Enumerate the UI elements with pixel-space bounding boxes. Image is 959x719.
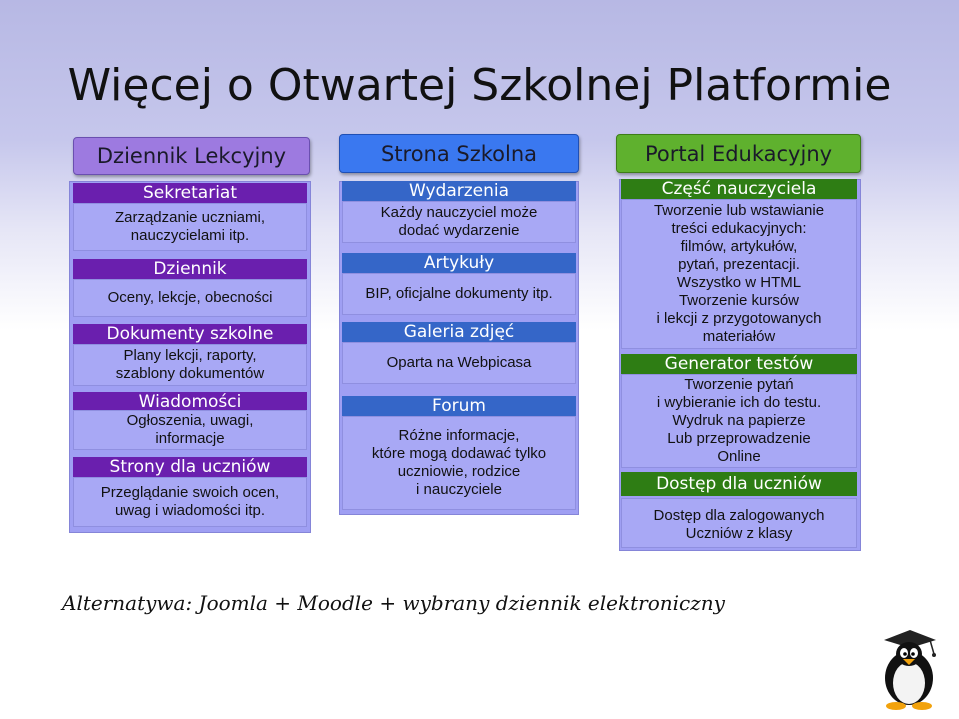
section-line: Tworzenie kursów <box>678 292 800 309</box>
slide-title: Więcej o Otwartej Szkolnej Platformie <box>67 60 892 111</box>
section-line: Przeglądanie swoich ocen, <box>100 484 280 501</box>
section-title: Artykuły <box>342 253 576 273</box>
section-line: materiałów <box>702 328 776 345</box>
section-line: Wydruk na papierze <box>672 412 806 429</box>
section-body: Zarządzanie uczniami, nauczycielami itp. <box>73 203 307 251</box>
section-line: Dostęp dla zalogowanych <box>653 507 825 524</box>
column-header-dziennik: Dziennik Lekcyjny <box>73 137 310 175</box>
section-title: Sekretariat <box>73 183 307 203</box>
footer-note: Alternatywa: Joomla + Moodle + wybrany d… <box>62 591 725 615</box>
section-line: szablony dokumentów <box>115 365 265 382</box>
section-title: Wydarzenia <box>342 181 576 201</box>
section-title: Forum <box>342 396 576 416</box>
column-header-strona: Strona Szkolna <box>339 134 579 173</box>
section-line: nauczycielami itp. <box>130 227 250 244</box>
section-line: Zarządzanie uczniami, <box>114 209 266 226</box>
section-title: Dokumenty szkolne <box>73 324 307 344</box>
section-line: treści edukacyjnych: <box>671 220 807 237</box>
section-body: Tworzenie lub wstawianie treści edukacyj… <box>621 199 857 349</box>
section-line: i lekcji z przygotowanych <box>656 310 822 327</box>
section-line: Uczniów z klasy <box>685 525 793 542</box>
section-line: Tworzenie lub wstawianie <box>653 202 825 219</box>
section-line: i wybieranie ich do testu. <box>656 394 822 411</box>
section-line: pytań, prezentacji. <box>678 256 800 273</box>
section-line: które mogą dodawać tylko <box>371 445 547 462</box>
section-body: Ogłoszenia, uwagi, informacje <box>73 410 307 450</box>
section-body: Oceny, lekcje, obecności <box>73 279 307 317</box>
section-line: filmów, artykułów, <box>680 238 798 255</box>
section-line: Lub przeprowadzenie <box>667 430 811 447</box>
section-title: Strony dla uczniów <box>73 457 307 477</box>
penguin-graduate-icon <box>884 630 936 710</box>
section-body: Dostęp dla zalogowanych Uczniów z klasy <box>621 498 857 548</box>
section-title: Galeria zdjęć <box>342 322 576 342</box>
section-line: i nauczyciele <box>416 481 502 498</box>
section-line: BIP, oficjalne dokumenty itp. <box>365 285 553 302</box>
section-body: Każdy nauczyciel może dodać wydarzenie <box>342 201 576 243</box>
section-body: Oparta na Webpicasa <box>342 342 576 384</box>
section-line: Każdy nauczyciel może <box>380 204 538 221</box>
section-body: Plany lekcji, raporty, szablony dokument… <box>73 344 307 386</box>
section-body: BIP, oficjalne dokumenty itp. <box>342 273 576 315</box>
section-line: Ogłoszenia, uwagi, <box>126 412 254 429</box>
section-title: Wiadomości <box>73 392 307 412</box>
section-line: Oparta na Webpicasa <box>386 354 532 371</box>
section-line: dodać wydarzenie <box>398 222 520 239</box>
section-line: Oceny, lekcje, obecności <box>107 289 273 306</box>
section-line: Tworzenie pytań <box>684 376 794 393</box>
section-body: Różne informacje, które mogą dodawać tyl… <box>342 416 576 510</box>
section-title: Dziennik <box>73 259 307 279</box>
section-line: Różne informacje, <box>398 427 520 444</box>
section-line: uczniowie, rodzice <box>397 463 521 480</box>
column-header-portal: Portal Edukacyjny <box>616 134 861 173</box>
section-title: Część nauczyciela <box>621 179 857 199</box>
section-body: Przeglądanie swoich ocen, uwag i wiadomo… <box>73 477 307 527</box>
section-title: Dostęp dla uczniów <box>621 472 857 496</box>
section-title: Generator testów <box>621 354 857 374</box>
section-body: Tworzenie pytań i wybieranie ich do test… <box>621 374 857 468</box>
section-line: Plany lekcji, raporty, <box>123 347 257 364</box>
section-line: uwag i wiadomości itp. <box>114 502 266 519</box>
section-line: Wszystko w HTML <box>676 274 802 291</box>
section-line: Online <box>717 448 761 465</box>
section-line: informacje <box>155 430 225 447</box>
